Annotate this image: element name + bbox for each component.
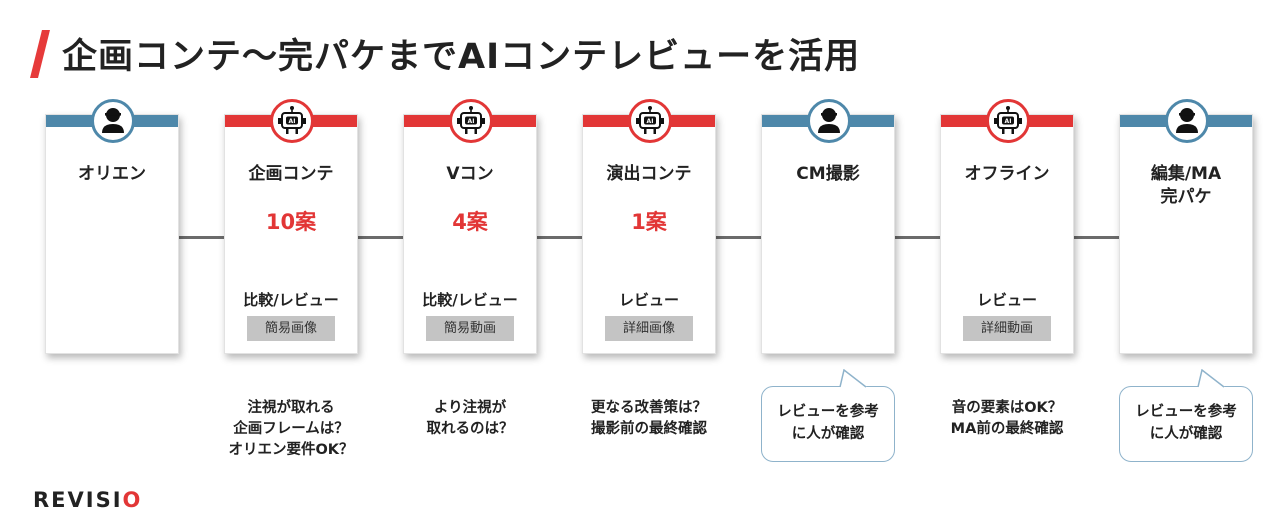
- person-icon: [807, 99, 851, 143]
- stage-card: CM撮影: [761, 99, 895, 354]
- stage-proposal-count: 1案: [631, 210, 667, 234]
- svg-text:AI: AI: [468, 118, 475, 125]
- stage-proposal-count: 4案: [452, 210, 488, 234]
- stage-question-note: 音の要素はOK？ MA前の最終確認: [950, 400, 1064, 437]
- stage-connector-line: [1074, 236, 1119, 239]
- stage-title: Vコン: [446, 164, 494, 184]
- stage-question-note: 更なる改善策は？ 撮影前の最終確認: [591, 400, 707, 437]
- stage-review-label: 比較/レビュー: [243, 291, 339, 309]
- human-check-bubble: レビューを参考 に人が確認: [761, 386, 895, 462]
- stage-card: 編集/MA 完パケ: [1119, 99, 1253, 354]
- ai-robot-icon: AI: [449, 99, 493, 143]
- ai-robot-icon: AI: [986, 99, 1030, 143]
- logo-text: REVISI: [33, 488, 123, 512]
- human-check-bubble: レビューを参考 に人が確認: [1119, 386, 1253, 462]
- page-title: 企画コンテ〜完パケまでAIコンテレビューを活用: [62, 37, 861, 77]
- stage-connector-line: [716, 236, 761, 239]
- stage-media-tag: 簡易画像: [247, 316, 335, 341]
- person-icon: [1165, 99, 1209, 143]
- stage-title: オリエン: [78, 164, 146, 184]
- svg-text:AI: AI: [647, 118, 654, 125]
- stage-media-tag: 詳細動画: [963, 316, 1051, 341]
- logo-accent-letter: O: [122, 488, 143, 512]
- stage-review-label: レビュー: [618, 291, 679, 309]
- bubble-tail: [1197, 369, 1226, 388]
- stage-card: AI 演出コンテ 1案レビュー詳細画像: [582, 99, 716, 354]
- ai-robot-icon: AI: [270, 99, 314, 143]
- stage-card: AI 企画コンテ 10案比較/レビュー簡易画像: [224, 99, 358, 354]
- stage-title: CM撮影: [796, 164, 860, 184]
- stage-title: オフライン: [964, 164, 1050, 184]
- svg-text:AI: AI: [1005, 118, 1012, 125]
- ai-robot-icon: AI: [628, 99, 672, 143]
- stage-connector-line: [537, 236, 582, 239]
- stage-title: 演出コンテ: [606, 164, 692, 184]
- stage-question-note: 注視が取れる 企画フレームは？ オリエン要件OK？: [228, 400, 354, 458]
- svg-text:AI: AI: [289, 118, 296, 125]
- stage-media-tag: 詳細画像: [605, 316, 693, 341]
- stage-card: AI オフラインレビュー詳細動画: [940, 99, 1074, 354]
- stage-card: AI Vコン 4案比較/レビュー簡易動画: [403, 99, 537, 354]
- stage-title: 企画コンテ: [248, 164, 334, 184]
- stage-review-label: 比較/レビュー: [422, 291, 518, 309]
- stage-proposal-count: 10案: [265, 210, 317, 234]
- person-icon: [91, 99, 135, 143]
- stage-media-tag: 簡易動画: [426, 316, 514, 341]
- bubble-tail: [839, 369, 868, 388]
- stage-connector-line: [895, 236, 940, 239]
- title-accent-slash: [30, 30, 50, 78]
- stage-card: オリエン: [45, 99, 179, 354]
- stage-review-label: レビュー: [976, 291, 1037, 309]
- revisio-logo: REVISIO: [33, 488, 142, 512]
- stage-connector-line: [358, 236, 403, 239]
- stage-question-note: より注視が 取れるのは？: [426, 400, 514, 437]
- stage-connector-line: [179, 236, 224, 239]
- stage-title: 編集/MA 完パケ: [1150, 164, 1222, 207]
